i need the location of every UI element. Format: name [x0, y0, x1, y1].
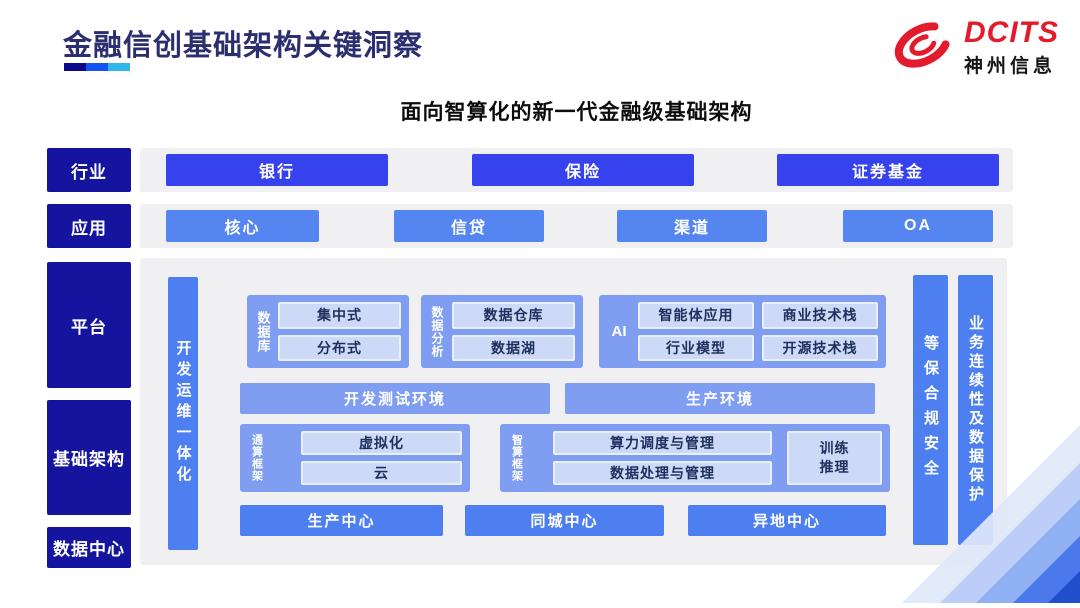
analytics-group-label: 数据分析 [430, 305, 444, 358]
database-item-centralized: 集中式 [278, 302, 401, 329]
logo-text: DCITS 神州信息 [964, 15, 1059, 78]
business-continuity-bar: 业务连续性及数据保护 [958, 275, 993, 545]
general-compute-label: 通算框架 [250, 434, 263, 482]
ai-item-agent-app: 智能体应用 [638, 302, 754, 329]
general-item-virtualization: 虚拟化 [301, 431, 462, 455]
production-environment-bar: 生产环境 [565, 383, 875, 414]
intelligent-compute-label: 智算框架 [510, 434, 523, 482]
intelligent-compute-items: 算力调度与管理 数据处理与管理 [553, 431, 772, 485]
rail-item-industry: 行业 [47, 148, 131, 192]
intelligent-compute-group: 智算框架 算力调度与管理 数据处理与管理 训练 推理 [500, 424, 890, 492]
ai-item-industry-model: 行业模型 [638, 334, 754, 361]
dev-test-environment-bar: 开发测试环境 [240, 383, 550, 414]
datacenter-production: 生产中心 [240, 505, 443, 536]
general-compute-items: 虚拟化 云 [271, 431, 462, 485]
rail-item-application: 应用 [47, 204, 131, 248]
underline-segment-blue [86, 63, 108, 71]
intelligent-item-train-inference: 训练 推理 [787, 431, 882, 485]
intelligent-item-compute-scheduling: 算力调度与管理 [553, 431, 772, 455]
title-underline [64, 63, 130, 71]
analytics-item-lake: 数据湖 [452, 334, 575, 361]
rail-item-infrastructure: 基础架构 [47, 400, 131, 515]
diagram-title: 面向智算化的新一代金融级基础架构 [400, 101, 753, 124]
application-item-credit: 信贷 [394, 210, 544, 242]
database-items: 集中式 分布式 [278, 302, 401, 361]
database-group-label: 数据库 [255, 310, 271, 353]
rail-item-datacenter: 数据中心 [47, 527, 131, 568]
underline-segment-dark [64, 63, 86, 71]
datacenter-remote: 异地中心 [688, 505, 886, 536]
analytics-items: 数据仓库 数据湖 [452, 302, 575, 361]
application-item-oa: OA [843, 210, 993, 242]
underline-segment-cyan [108, 63, 130, 71]
ai-group-label: AI [611, 323, 627, 340]
ai-group: AI 智能体应用 商业技术栈 行业模型 开源技术栈 [599, 295, 886, 368]
logo-company-text: 神州信息 [964, 55, 1057, 77]
database-item-distributed: 分布式 [278, 334, 401, 361]
analytics-item-warehouse: 数据仓库 [452, 302, 575, 329]
industry-item-bank: 银行 [166, 154, 388, 186]
industry-item-securities: 证券基金 [777, 154, 999, 186]
analytics-group: 数据分析 数据仓库 数据湖 [421, 295, 583, 368]
security-compliance-bar: 等保合规安全 [913, 275, 948, 545]
industry-item-insurance: 保险 [472, 154, 694, 186]
database-group: 数据库 集中式 分布式 [247, 295, 409, 368]
intelligent-item-data-processing: 数据处理与管理 [553, 461, 772, 485]
ai-items: 智能体应用 商业技术栈 行业模型 开源技术栈 [638, 302, 878, 361]
datacenter-same-city: 同城中心 [465, 505, 664, 536]
page-title: 金融信创基础架构关键洞察 [63, 30, 424, 62]
logo-swirl-icon [890, 16, 956, 79]
application-item-core: 核心 [166, 210, 319, 242]
ai-item-commercial-stack: 商业技术栈 [762, 302, 878, 329]
application-item-channel: 渠道 [617, 210, 767, 242]
logo-brand-text: DCITS [964, 15, 1059, 49]
general-item-cloud: 云 [301, 461, 462, 485]
dcits-logo: DCITS 神州信息 [890, 16, 1059, 79]
general-compute-group: 通算框架 虚拟化 云 [240, 424, 470, 492]
ai-item-opensource-stack: 开源技术栈 [762, 334, 878, 361]
rail-item-platform: 平台 [47, 262, 131, 388]
devops-bar: 开发运维一体化 [168, 277, 198, 550]
